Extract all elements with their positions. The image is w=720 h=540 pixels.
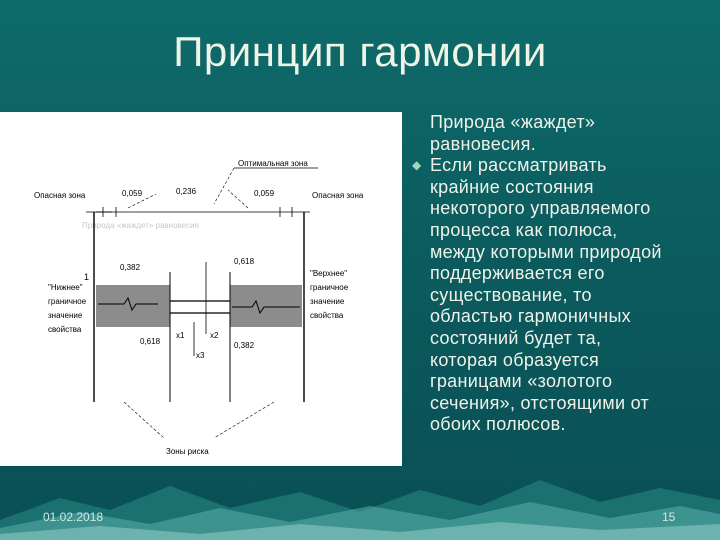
slide-title: Принцип гармонии xyxy=(173,28,547,75)
lower-bound-line1: "Нижнее" xyxy=(48,283,83,292)
bullet-text-1: Если рассматривать xyxy=(430,155,607,176)
lower-bound-line2: граничное xyxy=(48,297,87,306)
bullet-line-9: состояний будет та, xyxy=(430,327,602,348)
lower-bound-line4: свойства xyxy=(48,325,82,334)
value-0382-left: 0,382 xyxy=(120,263,141,272)
bullet-line-6: поддерживается его xyxy=(430,263,605,284)
value-0382-bottom: 0,382 xyxy=(234,341,255,350)
diamond-bullet-icon: ◆ xyxy=(412,158,422,173)
bullet-line-4: процесса как полюса, xyxy=(430,219,618,240)
value-0618-top: 0,618 xyxy=(234,257,255,266)
slide-text: Природа «жаждет» равновесия. ◆ Если расс… xyxy=(404,112,716,436)
bullet-line-12: сечения», отстоящими от xyxy=(430,392,650,413)
risk-zones-label: Зоны риска xyxy=(166,447,209,456)
danger-zone-left-label: Опасная зона xyxy=(34,191,86,200)
x2-label: x2 xyxy=(210,331,219,340)
bullet-line-11: границами «золотого xyxy=(430,371,613,392)
upper-risk-band xyxy=(230,285,302,327)
upper-bound-line3: значение xyxy=(310,297,345,306)
page-number: 15 xyxy=(662,510,676,524)
value-0059-left: 0,059 xyxy=(122,189,143,198)
bullet-line-5: между которыми природой xyxy=(430,241,662,262)
bullet-line-1: ◆ Если рассматривать xyxy=(404,155,716,177)
bullet-line-7: существование, то xyxy=(430,284,592,305)
golden-section-diagram: Природа «жаждет» равновесия Оптимальная … xyxy=(0,112,402,466)
value-0618-bottom: 0,618 xyxy=(140,337,161,346)
danger-zone-right-label: Опасная зона xyxy=(312,191,364,200)
bullet-line-8: областью гармоничных xyxy=(430,306,631,327)
lower-bound-line3: значение xyxy=(48,311,83,320)
bullet-line-13: обоих полюсов. xyxy=(430,414,566,435)
x1-label: x1 xyxy=(176,331,185,340)
footer-date: 01.02.2018 xyxy=(43,510,104,524)
intro-line-1: Природа «жаждет» xyxy=(430,112,596,132)
faded-caption: Природа «жаждет» равновесия xyxy=(82,221,199,230)
value-1: 1 xyxy=(84,272,89,282)
optimal-zone-label: Оптимальная зона xyxy=(238,159,308,168)
x3-label: x3 xyxy=(196,351,205,360)
upper-bound-line2: граничное xyxy=(310,283,349,292)
intro-line-2: равновесия. xyxy=(430,133,537,154)
lower-risk-band xyxy=(96,285,170,327)
left-wave-arrow xyxy=(98,296,158,312)
right-wave-arrow xyxy=(232,299,300,315)
upper-bound-line4: свойства xyxy=(310,311,344,320)
bullet-line-10: которая образуется xyxy=(430,349,600,370)
upper-bound-line1: "Верхнее" xyxy=(310,269,347,278)
center-double-line xyxy=(170,300,230,314)
bullet-line-2: крайние состояния xyxy=(430,176,594,197)
bullet-line-3: некоторого управляемого xyxy=(430,198,651,219)
value-0236: 0,236 xyxy=(176,187,197,196)
value-0059-right: 0,059 xyxy=(254,189,275,198)
mountain-decoration xyxy=(0,480,720,540)
